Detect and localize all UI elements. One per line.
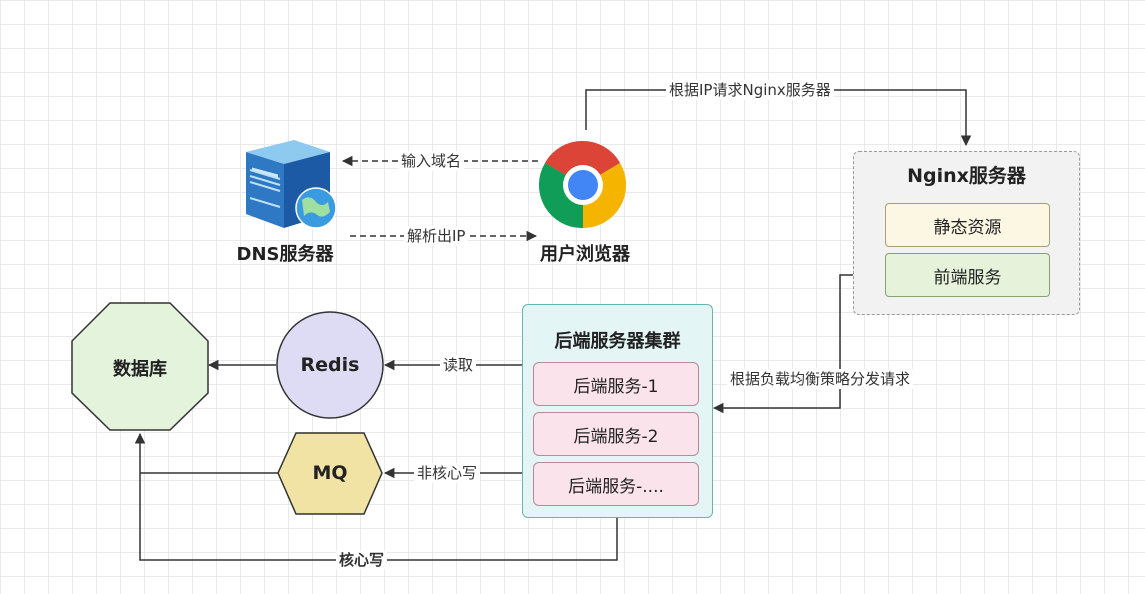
mq-shape	[277, 432, 383, 515]
edge-label-resolve-ip: 解析出IP	[404, 226, 469, 246]
frontend-service-box: 前端服务	[885, 253, 1050, 297]
static-resources-box: 静态资源	[885, 203, 1050, 247]
backend-service-more: 后端服务-....	[533, 462, 699, 506]
dns-label: DNS服务器	[236, 244, 334, 265]
redis-label: Redis	[300, 354, 360, 376]
server-globe-icon	[246, 140, 337, 229]
edge-label-to-nginx: 根据IP请求Nginx服务器	[666, 80, 834, 100]
database-shape	[71, 302, 209, 431]
backend-service-2: 后端服务-2	[533, 412, 699, 456]
mq-label: MQ	[312, 462, 348, 484]
database-label: 数据库	[113, 359, 167, 380]
edge-label-non-core-write: 非核心写	[414, 463, 481, 483]
nginx-title: Nginx服务器	[907, 165, 1026, 187]
redis-shape	[276, 311, 384, 419]
backend-cluster-title: 后端服务器集群	[554, 331, 681, 352]
chrome-browser-icon	[538, 141, 627, 229]
edge-label-load-balance: 根据负载均衡策略分发请求	[727, 369, 914, 389]
edge-label-input-domain: 输入域名	[398, 151, 465, 171]
backend-service-1: 后端服务-1	[533, 362, 699, 406]
edge-label-core-write: 核心写	[336, 550, 388, 570]
edge-label-read: 读取	[440, 355, 477, 375]
browser-label: 用户浏览器	[540, 244, 630, 265]
